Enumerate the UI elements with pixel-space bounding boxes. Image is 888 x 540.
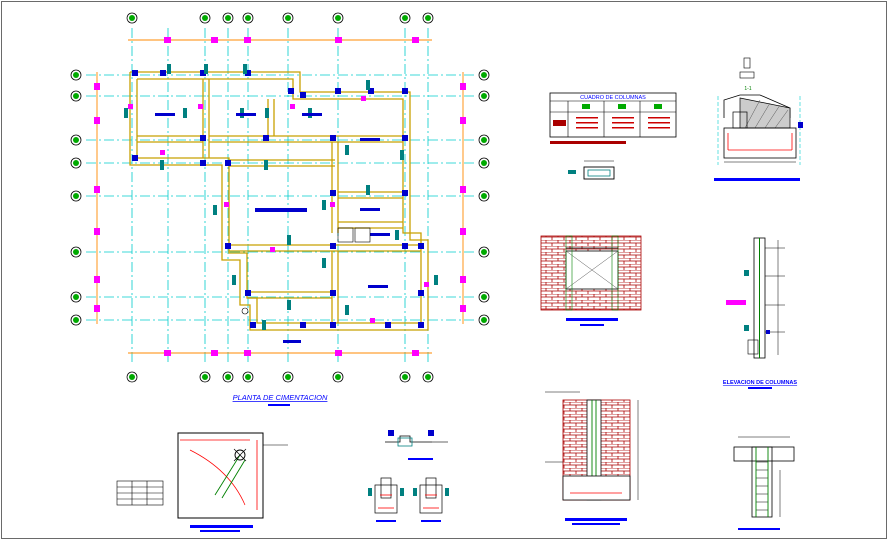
foundation-walls	[129, 71, 429, 331]
grid-bubbles	[70, 12, 490, 383]
wall-footing-section: 1-1	[714, 57, 803, 181]
plan-scale-bar	[268, 404, 290, 406]
room-labels	[155, 113, 390, 343]
section-tags	[124, 64, 438, 330]
column-elevation-title: ELEVACION DE COLUMNAS	[723, 380, 797, 386]
column-elevation: ELEVACION DE COLUMNAS	[723, 237, 797, 389]
section-1-1-label: 1-1	[744, 86, 751, 92]
dimension-ticks-magenta	[94, 37, 466, 356]
footing-schedule-table	[116, 480, 164, 506]
footing-sections	[368, 430, 449, 522]
plan-title: PLANTA DE CIMENTACION	[233, 393, 328, 402]
brick-column-detail	[545, 391, 639, 525]
column-schedule: CUADRO DE COLUMNAS	[549, 92, 677, 180]
plan-columns	[132, 70, 424, 328]
stair-detail	[241, 227, 371, 315]
corner-footing-detail	[177, 432, 288, 532]
column-table-title: CUADRO DE COLUMNAS	[580, 95, 646, 101]
axis-lines	[86, 28, 475, 362]
beam-column-detail	[733, 436, 795, 530]
foundation-plan: PLANTA DE CIMENTACION	[70, 12, 490, 406]
grid-bubble-centers	[73, 15, 487, 380]
level-markers	[128, 96, 429, 323]
brick-wall-elevation	[540, 235, 642, 326]
dimension-lines	[96, 39, 464, 354]
